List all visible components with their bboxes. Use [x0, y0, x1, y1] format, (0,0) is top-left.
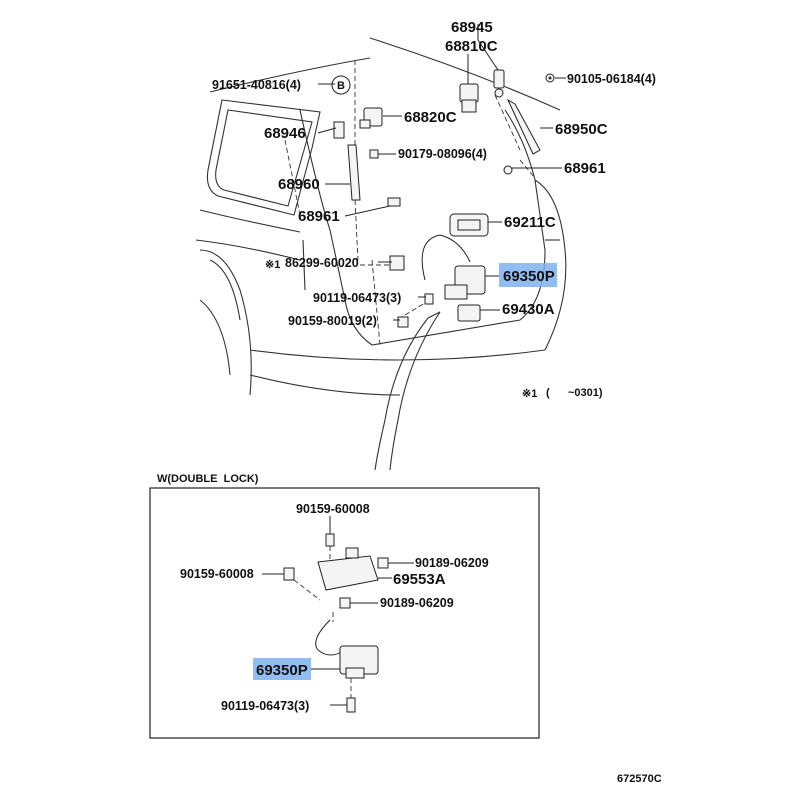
note-mark: ※1 [522, 388, 537, 400]
label-inset-90119-06473: 90119-06473(3) [221, 699, 309, 713]
striker-69430a-icon [457, 304, 481, 322]
label-69430a: 69430A [502, 301, 555, 318]
vehicle-body-outline [195, 37, 567, 471]
hinge-68820c-icon [359, 107, 383, 129]
label-68960: 68960 [278, 176, 320, 193]
stay-68960-icon [333, 121, 361, 201]
label-inset-69350p: 69350P [256, 662, 308, 679]
label-68961-left: 68961 [298, 208, 340, 225]
highlight-69350p-inset [253, 658, 311, 680]
nut-90189-top-icon [377, 557, 389, 569]
ball-stud-68961-left-icon [387, 197, 401, 207]
label-90119-06473-main: 90119-06473(3) [313, 291, 401, 305]
label-69211c: 69211C [504, 214, 556, 231]
handle-69211c-icon [449, 213, 489, 237]
label-inset-90159-60008-top: 90159-60008 [296, 502, 370, 516]
label-68820c: 68820C [404, 109, 457, 126]
hinge-68810c-icon [459, 83, 479, 113]
lock-69350p-inset-icon [315, 619, 379, 679]
label-86299-60020: 86299-60020 [285, 256, 359, 270]
inset-frame [149, 487, 540, 739]
label-86299-prefix: ※1 [265, 259, 280, 271]
inset-leader-lines [262, 516, 414, 706]
nut-90189-mid-icon [339, 597, 351, 609]
cable-86299-icon [389, 234, 471, 281]
circle-b-badge [331, 75, 351, 95]
label-90179-08096: 90179-08096(4) [398, 147, 487, 161]
label-inset-69553a: 69553A [393, 571, 446, 588]
clip-90179-icon [369, 149, 379, 159]
label-circle-b: B [337, 80, 345, 92]
label-90159-80019: 90159-80019(2) [288, 314, 377, 328]
label-inset-90159-60008-left: 90159-60008 [180, 567, 254, 581]
leader-lines [317, 24, 566, 321]
label-68810c: 68810C [445, 38, 498, 55]
highlight-69350p-main [499, 263, 557, 287]
label-68946: 68946 [264, 125, 306, 142]
label-68950c: 68950C [555, 121, 608, 138]
label-68961-right: 68961 [564, 160, 606, 177]
bolt-90159-inset-left-icon [283, 567, 295, 581]
label-91651-40816: 91651-40816(4) [212, 78, 301, 92]
note-range: ( ~0301) [546, 387, 603, 399]
lock-69350p-icon [444, 265, 486, 300]
bolt-90159-inset-top-icon [325, 533, 335, 547]
label-69350p-main: 69350P [503, 268, 555, 285]
stay-68950c-icon [506, 98, 541, 155]
screw-90159-main-icon [397, 316, 409, 328]
label-68945: 68945 [451, 19, 493, 36]
bolt-90119-icon [424, 293, 434, 305]
label-inset-90189-06209-top: 90189-06209 [415, 556, 489, 570]
bracket-69553a-icon [317, 547, 379, 591]
bolt-68945-icon [493, 69, 505, 98]
label-90105-06184: 90105-06184(4) [567, 72, 656, 86]
bolt-90119-inset-icon [346, 697, 356, 713]
inset-title: W(DOUBLE LOCK) [157, 473, 259, 485]
label-inset-90189-06209-mid: 90189-06209 [380, 596, 454, 610]
diagram-code: 672570C [617, 773, 662, 785]
nut-90105-icon [545, 73, 555, 83]
ball-stud-68961-right-icon [503, 165, 513, 175]
